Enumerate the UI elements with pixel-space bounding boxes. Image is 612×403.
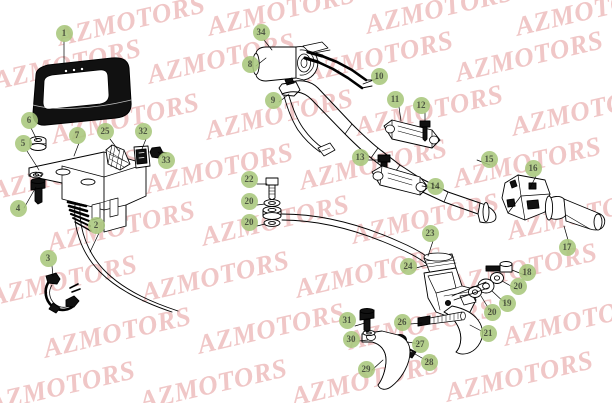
part-lever-bolt-31 [359, 307, 375, 333]
part-grip-17 [544, 195, 606, 231]
callout-29[interactable]: 29 [357, 360, 375, 378]
callout-20[interactable]: 20 [509, 277, 527, 295]
callout-8[interactable]: 8 [241, 55, 259, 73]
callout-22[interactable]: 22 [240, 170, 258, 188]
part-clip-25 [105, 144, 131, 171]
part-lower-clamp-14 [371, 165, 429, 196]
part-bolt-4 [30, 177, 46, 205]
callout-3[interactable]: 3 [39, 249, 57, 267]
callout-15[interactable]: 15 [480, 150, 498, 168]
part-pivot-bolt-18 [485, 261, 513, 273]
callout-28[interactable]: 28 [420, 353, 438, 371]
callout-10[interactable]: 10 [370, 67, 388, 85]
part-bolt-12 [419, 120, 431, 142]
callout-12[interactable]: 12 [412, 96, 430, 114]
callout-34[interactable]: 34 [252, 23, 270, 41]
callout-11[interactable]: 11 [386, 90, 404, 108]
callout-1[interactable]: 1 [55, 24, 73, 42]
part-handlebar-15 [281, 80, 497, 224]
callout-19[interactable]: 19 [498, 294, 516, 312]
callout-9[interactable]: 9 [264, 91, 282, 109]
part-washer-20-pivot-lower [468, 286, 482, 298]
part-washer-5 [34, 171, 44, 177]
part-switch-housing-16 [501, 174, 551, 221]
part-cable-clamp-3 [44, 272, 81, 314]
callout-26[interactable]: 26 [393, 313, 411, 331]
part-throttle-cable-10 [303, 50, 375, 90]
callout-20[interactable]: 20 [240, 192, 258, 210]
callout-18[interactable]: 18 [518, 263, 536, 281]
callout-14[interactable]: 14 [426, 177, 444, 195]
part-washer-20-pivot-upper [490, 272, 504, 284]
callout-21[interactable]: 21 [479, 324, 497, 342]
callout-32[interactable]: 32 [134, 122, 152, 140]
callout-6[interactable]: 6 [20, 111, 38, 129]
part-instrument-cluster [32, 57, 132, 126]
callout-17[interactable]: 17 [558, 238, 576, 256]
callout-2[interactable]: 2 [87, 216, 105, 234]
part-brake-line-23 [281, 213, 431, 266]
callout-24[interactable]: 24 [399, 257, 417, 275]
part-shaft-to-pivot [451, 281, 489, 301]
callout-23[interactable]: 23 [421, 224, 439, 242]
part-adjuster-screw-26 [417, 311, 466, 327]
callout-27[interactable]: 27 [411, 335, 429, 353]
callout-7[interactable]: 7 [68, 126, 86, 144]
part-cable-harness-2 [66, 200, 179, 313]
callout-20[interactable]: 20 [483, 303, 501, 321]
callout-13[interactable]: 13 [351, 148, 369, 166]
callout-33[interactable]: 33 [157, 151, 175, 169]
callout-16[interactable]: 16 [524, 159, 542, 177]
part-throttle-assembly [252, 41, 331, 82]
part-upper-clamp-11 [383, 119, 441, 149]
callout-25[interactable]: 25 [96, 122, 114, 140]
part-washer-20-lower [263, 219, 281, 227]
callout-20[interactable]: 20 [240, 213, 258, 231]
part-switch-connector-9 [278, 77, 336, 157]
part-mounting-bracket [28, 151, 147, 233]
part-mirror-stud-22 [265, 177, 279, 201]
part-reservoir-cap-24 [423, 252, 457, 274]
part-nut-19-pivot [477, 278, 495, 294]
callout-31[interactable]: 31 [338, 311, 356, 329]
callout-5[interactable]: 5 [14, 134, 32, 152]
callout-30[interactable]: 30 [342, 330, 360, 348]
callout-4[interactable]: 4 [9, 199, 27, 217]
